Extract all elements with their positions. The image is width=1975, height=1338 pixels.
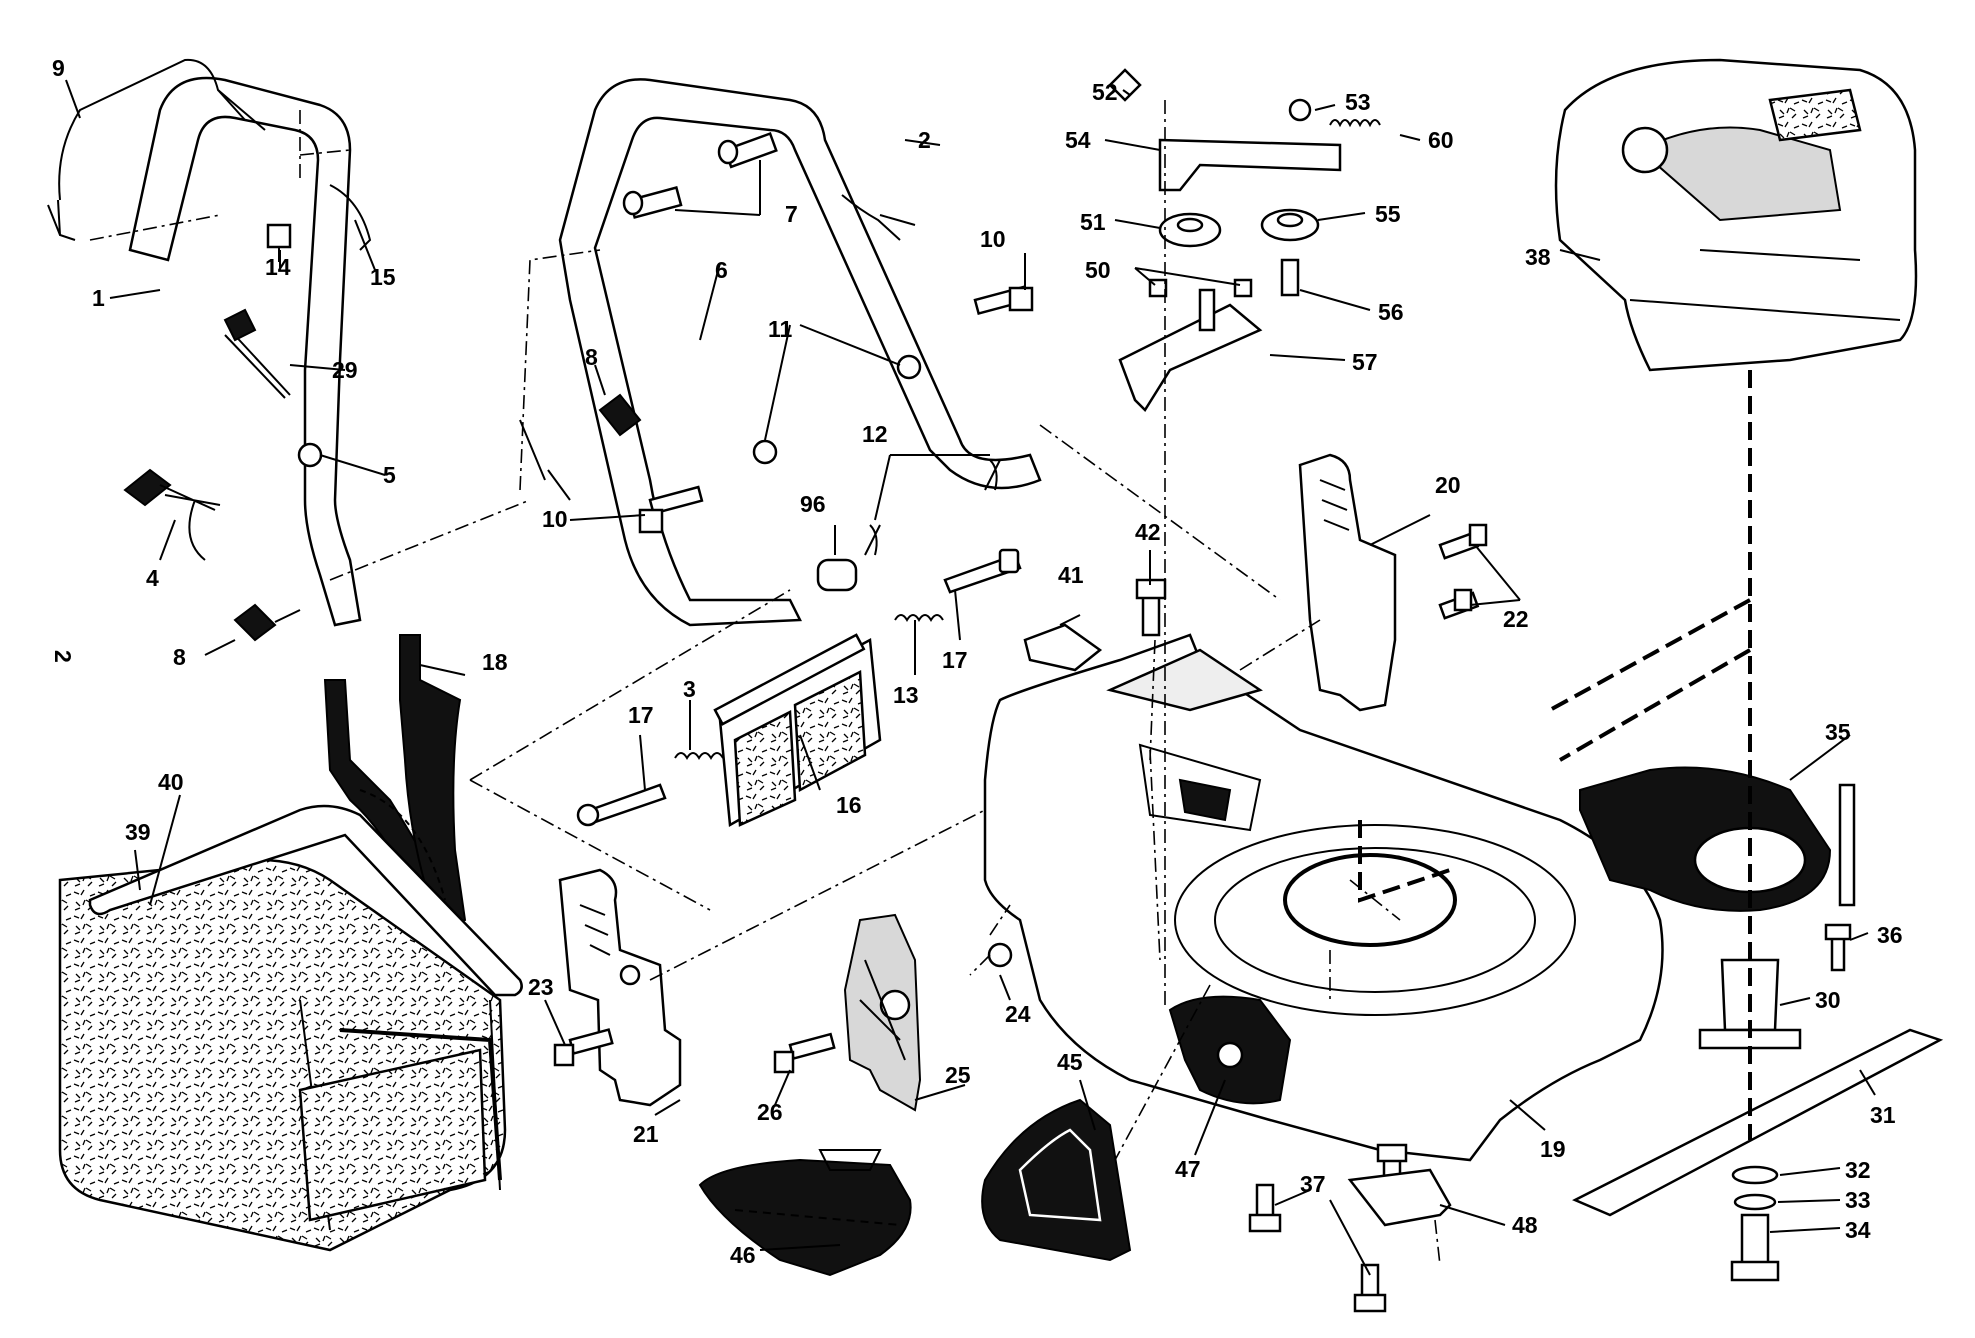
- plate-41: [1023, 623, 1103, 672]
- handle-hardware: [123, 131, 1034, 827]
- callout-46: 46: [730, 1242, 756, 1268]
- callout-17-left: 17: [628, 702, 654, 728]
- callout-14: 14: [265, 254, 291, 280]
- callout-16: 16: [836, 792, 862, 818]
- callout-17-right: 17: [942, 647, 968, 673]
- callout-36: 36: [1877, 922, 1903, 948]
- callout-6: 6: [715, 257, 728, 283]
- callout-26: 26: [757, 1099, 783, 1125]
- callout-39: 39: [125, 819, 151, 845]
- blade: [1572, 1028, 1944, 1217]
- callout-47: 47: [1175, 1156, 1201, 1182]
- callout-3: 3: [683, 676, 696, 702]
- callout-10-bottom: 10: [542, 506, 568, 532]
- assembly-lines: [89, 100, 1752, 1266]
- callout-53: 53: [1345, 89, 1371, 115]
- bolt-42: [1135, 578, 1167, 637]
- callout-25: 25: [945, 1062, 971, 1088]
- callout-33: 33: [1845, 1187, 1871, 1213]
- callout-60: 60: [1428, 127, 1454, 153]
- callout-30: 30: [1815, 987, 1841, 1013]
- mower-deck: [983, 633, 1664, 1162]
- callout-41: 41: [1058, 562, 1084, 588]
- upper-handle-left: [47, 58, 571, 627]
- callout-12: 12: [862, 421, 888, 447]
- height-bracket-right: [1298, 453, 1488, 712]
- callout-11: 11: [768, 316, 793, 342]
- engine: [1554, 58, 1918, 372]
- callout-10-top: 10: [980, 226, 1006, 252]
- callout-42: 42: [1135, 519, 1161, 545]
- callout-96: 96: [800, 491, 826, 517]
- callout-20: 20: [1435, 472, 1461, 498]
- callout-9: 9: [52, 55, 65, 81]
- callout-34: 34: [1845, 1217, 1871, 1243]
- height-bracket-left: [553, 868, 682, 1107]
- upper-handle-right: [558, 78, 1042, 627]
- callout-13: 13: [893, 682, 919, 708]
- callout-56: 56: [1378, 299, 1404, 325]
- callout-45: 45: [1057, 1049, 1083, 1075]
- callout-24: 24: [1005, 1001, 1031, 1027]
- callout-52: 52: [1092, 79, 1118, 105]
- nut-24: [987, 942, 1013, 968]
- callout-51: 51: [1080, 209, 1106, 235]
- callout-29: 29: [332, 357, 358, 383]
- callout-15: 15: [370, 264, 396, 290]
- rear-door: [713, 633, 882, 828]
- callout-38: 38: [1525, 244, 1551, 270]
- callout-50: 50: [1085, 257, 1111, 283]
- callout-55: 55: [1375, 201, 1401, 227]
- callout-22: 22: [1503, 606, 1529, 632]
- callout-2: 2: [918, 127, 931, 153]
- blade-bolt-set: [1730, 1165, 1780, 1282]
- callout-48: 48: [1512, 1212, 1538, 1238]
- callout-21: 21: [633, 1121, 659, 1147]
- page-marker: 2: [50, 650, 76, 663]
- mulch-plug: [323, 634, 467, 932]
- callout-1: 1: [92, 285, 105, 311]
- callout-labels: 9 1 2 7 14 15 29 5 4 8 6 8 11 12 10 10 9…: [50, 55, 1903, 1268]
- bolt-36: [1824, 923, 1852, 972]
- callout-57: 57: [1352, 349, 1378, 375]
- callout-8-left: 8: [173, 644, 186, 670]
- leader-lines: [65, 79, 1876, 1276]
- callout-35: 35: [1825, 719, 1851, 745]
- grass-catcher: [58, 804, 523, 1252]
- callout-19: 19: [1540, 1136, 1566, 1162]
- discharge-covers: [698, 1098, 1132, 1277]
- wheel-cover: [773, 913, 922, 1112]
- rear-bracket-hardware: [1248, 1143, 1452, 1313]
- callout-54: 54: [1065, 127, 1091, 153]
- callout-23: 23: [528, 974, 554, 1000]
- callout-18: 18: [482, 649, 508, 675]
- callout-5: 5: [383, 462, 396, 488]
- callout-7: 7: [785, 201, 798, 227]
- callout-32: 32: [1845, 1157, 1871, 1183]
- callout-8-mid: 8: [585, 344, 598, 370]
- callout-4: 4: [146, 565, 159, 591]
- drive-idler-assembly: [1108, 68, 1381, 412]
- callout-37: 37: [1300, 1171, 1326, 1197]
- callout-31: 31: [1870, 1102, 1896, 1128]
- callout-40: 40: [158, 769, 184, 795]
